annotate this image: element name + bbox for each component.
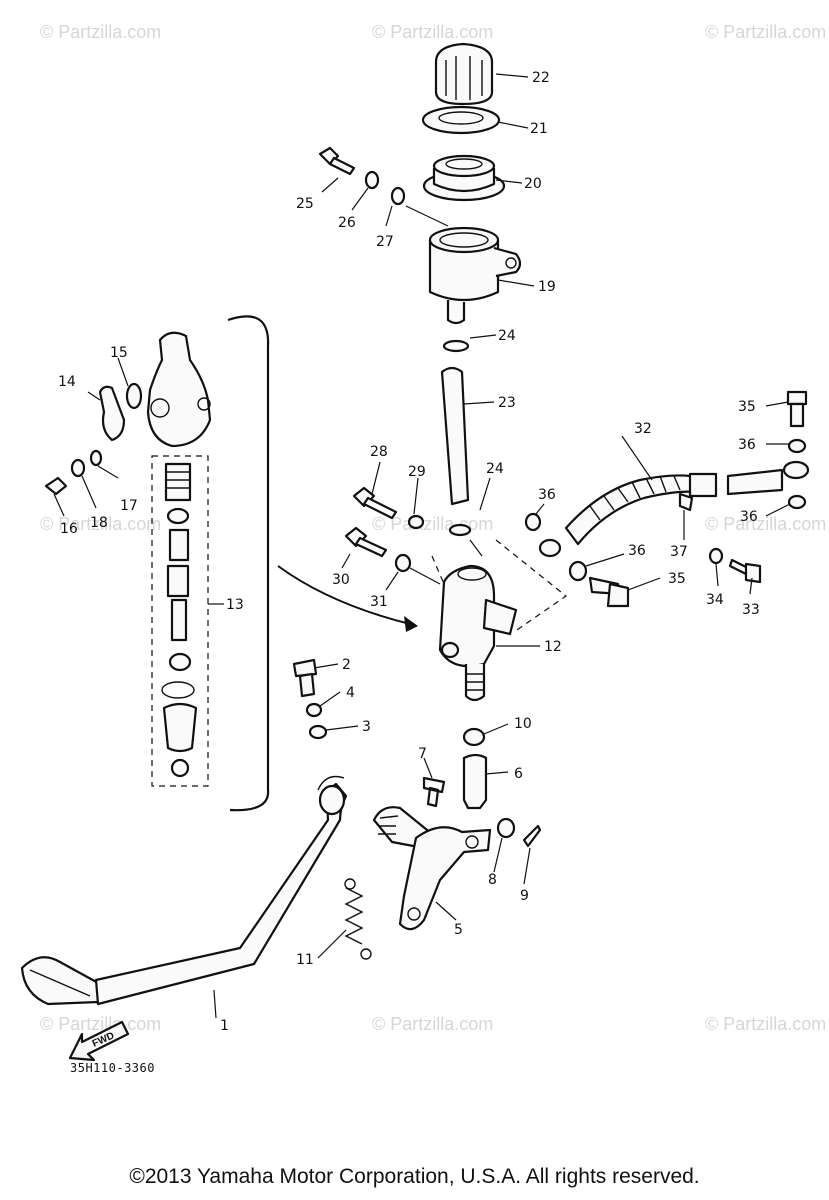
bolt-28 xyxy=(352,486,398,520)
reservoir-cap xyxy=(434,42,494,106)
callout-2: 2 xyxy=(342,657,351,673)
callout-21: 21 xyxy=(530,121,548,137)
callout-4: 4 xyxy=(346,685,355,701)
clevis-pin-7 xyxy=(422,776,446,808)
callout-30: 30 xyxy=(332,572,350,588)
callout-3: 3 xyxy=(362,719,371,735)
callout-19: 19 xyxy=(538,279,556,295)
callout-25: 25 xyxy=(296,196,314,212)
watermark-text: © Partzilla.com xyxy=(705,1014,826,1034)
brake-shaft-arm xyxy=(372,806,492,931)
callout-34: 34 xyxy=(706,592,724,608)
callout-24a: 24 xyxy=(498,328,516,344)
bolt-25 xyxy=(318,146,356,176)
callout-1: 1 xyxy=(220,1018,229,1034)
hose-clip-upper xyxy=(442,339,470,353)
reservoir xyxy=(428,226,522,325)
washer-3 xyxy=(308,724,328,740)
callout-36d: 36 xyxy=(740,509,758,525)
washer-36d xyxy=(787,494,807,510)
callout-35a: 35 xyxy=(738,399,756,415)
watermark-text: © Partzilla.com xyxy=(705,514,826,534)
reservoir-hose xyxy=(440,366,470,506)
return-spring xyxy=(344,878,372,960)
callout-29: 29 xyxy=(408,464,426,480)
callout-36a: 36 xyxy=(538,487,556,503)
banjo-bolt-35a xyxy=(786,390,808,428)
bolt-30 xyxy=(344,526,388,558)
diagram-code: 35H110-3360 xyxy=(70,1061,155,1075)
callout-5: 5 xyxy=(454,922,463,938)
clevis-6 xyxy=(462,753,488,810)
bracket xyxy=(227,315,270,812)
hose-clip-lower xyxy=(448,523,472,537)
watermark-text: © Partzilla.com xyxy=(372,1014,493,1034)
callout-20: 20 xyxy=(524,176,542,192)
callout-35b: 35 xyxy=(668,571,686,587)
callout-11: 11 xyxy=(296,952,314,968)
rear-master-cylinder xyxy=(438,564,518,702)
bolt-2 xyxy=(292,658,318,698)
callout-13: 13 xyxy=(226,597,244,613)
kit-13-box xyxy=(151,455,209,787)
watermark-text: © Partzilla.com xyxy=(40,22,161,42)
arrow-head xyxy=(404,616,418,632)
washer-34 xyxy=(708,547,724,565)
watermarks: © Partzilla.com © Partzilla.com © Partzi… xyxy=(40,22,826,1034)
diaphragm-holder xyxy=(422,154,506,202)
callout-22: 22 xyxy=(532,70,550,86)
callout-6: 6 xyxy=(514,766,523,782)
diaphragm xyxy=(421,105,501,135)
callout-26: 26 xyxy=(338,215,356,231)
brake-hose xyxy=(538,468,784,558)
callout-18: 18 xyxy=(90,515,108,531)
callout-9: 9 xyxy=(520,888,529,904)
washer-26 xyxy=(364,170,380,190)
copyright-notice: ©2013 Yamaha Motor Corporation, U.S.A. A… xyxy=(129,1165,700,1188)
banjo-eye xyxy=(782,460,810,480)
washer-27 xyxy=(390,186,406,206)
callout-12: 12 xyxy=(544,639,562,655)
washer-29 xyxy=(407,514,425,530)
callout-28: 28 xyxy=(370,444,388,460)
callout-31: 31 xyxy=(370,594,388,610)
bolt-33 xyxy=(728,558,762,584)
callout-16: 16 xyxy=(60,521,78,537)
cotter-pin-9 xyxy=(522,824,542,848)
banjo-bolt-35b xyxy=(588,576,630,608)
callout-15: 15 xyxy=(110,345,128,361)
brake-pedal xyxy=(20,775,348,1006)
watermark-text: © Partzilla.com xyxy=(40,1014,161,1034)
master-cylinder-kit-13 xyxy=(161,462,198,778)
callout-36c: 36 xyxy=(738,437,756,453)
washer-8 xyxy=(496,817,516,839)
callout-10: 10 xyxy=(514,716,532,732)
callout-33: 33 xyxy=(742,602,760,618)
callouts: 1 2 3 4 5 6 7 8 9 10 11 12 13 14 15 16 1… xyxy=(58,70,760,1034)
callout-32: 32 xyxy=(634,421,652,437)
leader-lines xyxy=(53,73,791,1019)
watermark-text: © Partzilla.com xyxy=(705,22,826,42)
callout-36b: 36 xyxy=(628,543,646,559)
assembly-arrow xyxy=(277,565,411,625)
washer-36b xyxy=(568,560,588,582)
callout-27: 27 xyxy=(376,234,394,250)
washer-31 xyxy=(394,553,412,573)
callout-37: 37 xyxy=(670,544,688,560)
nut-10 xyxy=(462,727,486,747)
watermark-text: © Partzilla.com xyxy=(372,22,493,42)
master-cylinder-exploded xyxy=(44,331,212,496)
callout-14: 14 xyxy=(58,374,76,390)
callout-23: 23 xyxy=(498,395,516,411)
washer-36c xyxy=(787,438,807,454)
callout-17: 17 xyxy=(120,498,138,514)
callout-8: 8 xyxy=(488,872,497,888)
washer-4 xyxy=(305,702,323,718)
callout-7: 7 xyxy=(418,746,427,762)
callout-24b: 24 xyxy=(486,461,504,477)
washer-36a xyxy=(524,512,542,532)
watermark-text: © Partzilla.com xyxy=(40,514,161,534)
